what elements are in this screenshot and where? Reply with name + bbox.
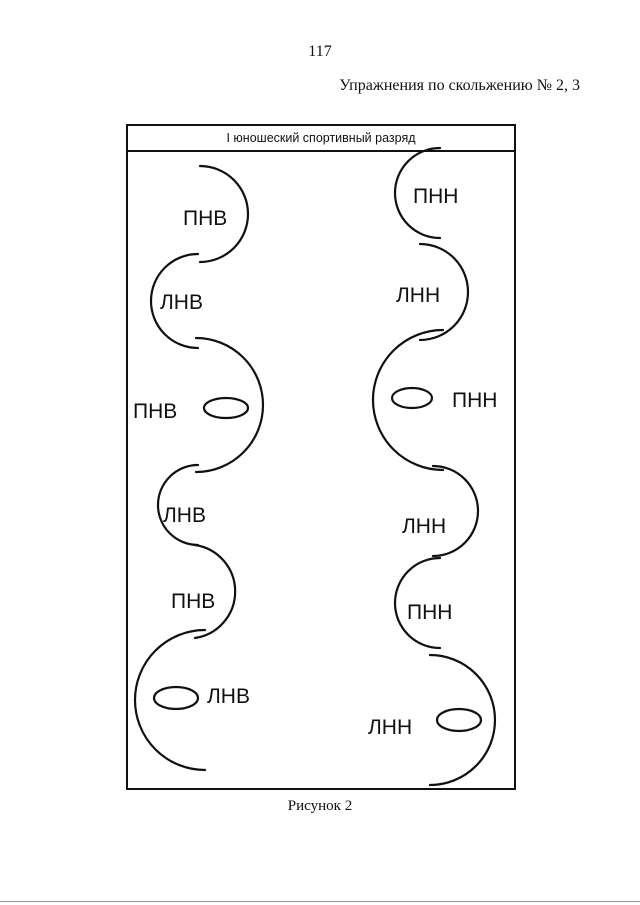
right-edge-label-2: ЛНН bbox=[396, 284, 440, 307]
figure-title: I юношеский спортивный разряд bbox=[128, 126, 514, 152]
left-edge-label-1: ПНВ bbox=[183, 207, 227, 230]
right-loop-6 bbox=[435, 707, 483, 733]
left-arc-2 bbox=[149, 252, 200, 350]
left-arc-5 bbox=[193, 543, 237, 640]
right-arc-4 bbox=[431, 464, 480, 558]
left-arc-4 bbox=[156, 463, 200, 547]
right-arc-6 bbox=[428, 653, 497, 787]
figure-frame: I юношеский спортивный разряд bbox=[126, 124, 516, 790]
right-arc-5 bbox=[393, 556, 442, 650]
page-number: 117 bbox=[308, 43, 332, 60]
right-edge-label-3: ПНН bbox=[452, 389, 497, 412]
left-loop-3 bbox=[202, 396, 250, 420]
left-arc-1 bbox=[198, 164, 250, 264]
left-edge-label-3: ПНВ bbox=[133, 400, 177, 423]
running-header: Упражнения по скольжению № 2, 3 bbox=[339, 77, 580, 94]
left-arc-6 bbox=[133, 628, 207, 772]
left-edge-label-2: ЛНВ bbox=[160, 291, 203, 314]
left-edge-label-4: ЛНВ bbox=[163, 504, 206, 527]
right-loop-3 bbox=[390, 386, 434, 410]
scan-edge-line bbox=[0, 901, 640, 902]
left-edge-label-6: ЛНВ bbox=[207, 685, 250, 708]
left-edge-label-5: ПНВ bbox=[171, 590, 215, 613]
right-edge-label-6: ЛНН bbox=[368, 716, 412, 739]
right-arc-3 bbox=[371, 328, 445, 472]
right-arc-2 bbox=[418, 242, 470, 342]
right-edge-label-4: ЛНН bbox=[402, 515, 446, 538]
right-edge-label-5: ПНН bbox=[407, 601, 452, 624]
right-arc-1 bbox=[393, 146, 442, 240]
left-arc-3 bbox=[194, 336, 265, 474]
right-edge-label-1: ПНН bbox=[413, 185, 458, 208]
left-loop-6 bbox=[152, 685, 200, 711]
figure-caption: Рисунок 2 bbox=[287, 798, 353, 814]
